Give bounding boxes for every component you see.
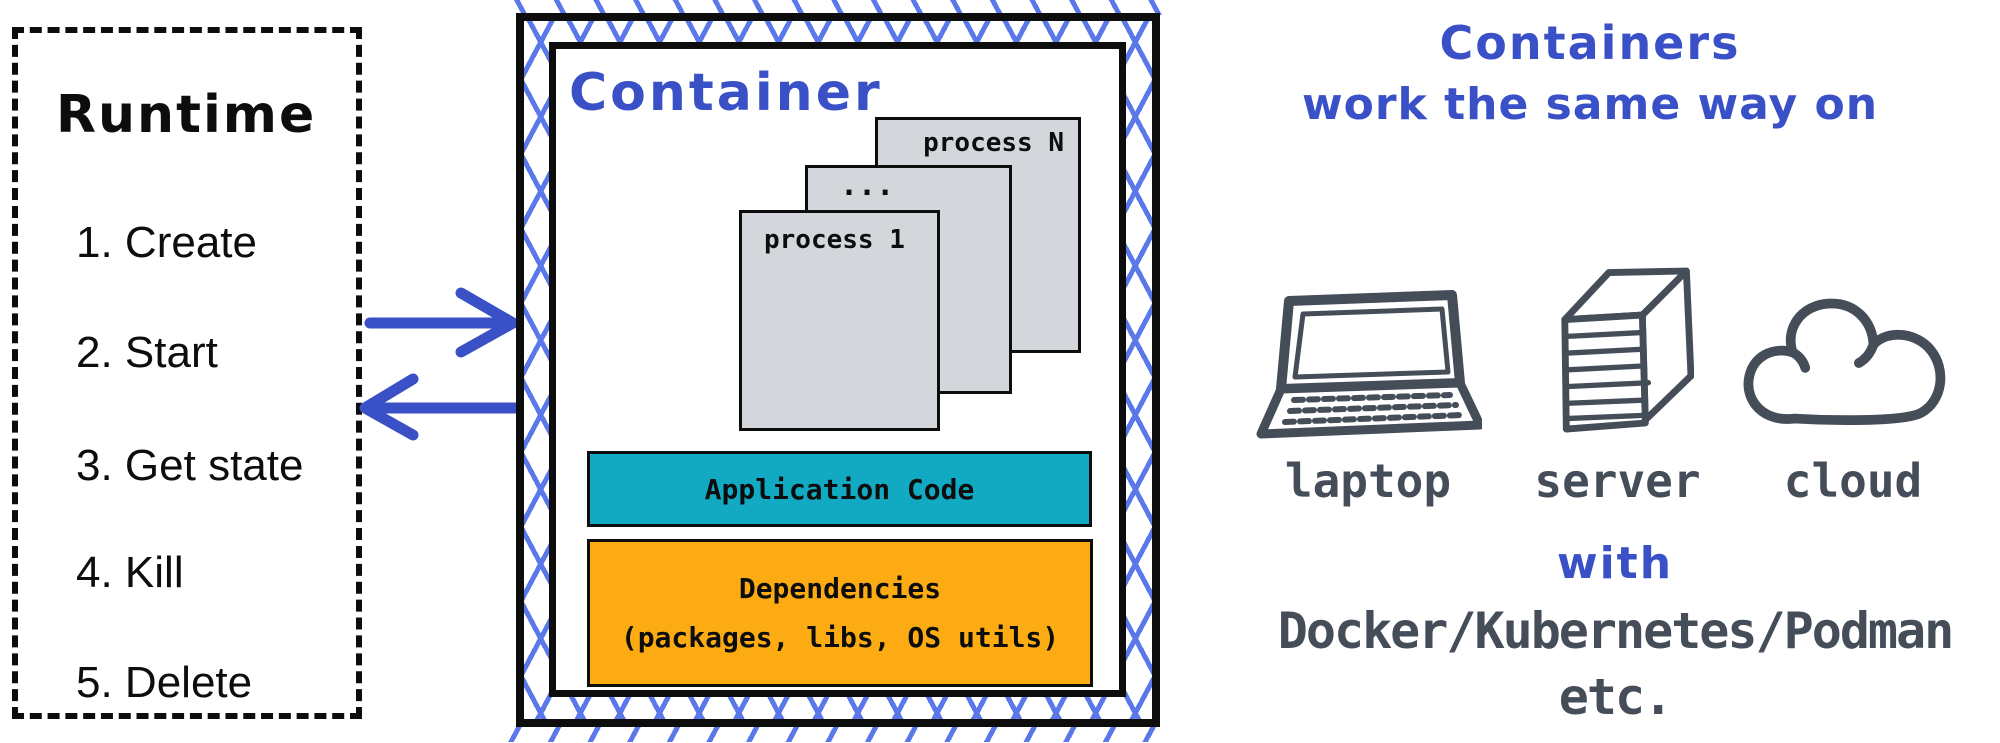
- tools-line1: Docker/Kubernetes/Podman: [1277, 602, 1954, 660]
- arrow-left-icon: [359, 373, 522, 441]
- platform-laptop: laptop: [1248, 250, 1488, 508]
- runtime-title: Runtime: [56, 85, 317, 145]
- hatch-spill-top: [505, 0, 1165, 15]
- platform-cloud: cloud: [1728, 250, 1978, 508]
- container-panel: Container process N ... process 1 Applic…: [549, 42, 1126, 697]
- laptop-label: laptop: [1284, 454, 1452, 508]
- tools-text: Docker/Kubernetes/Podman etc.: [1230, 598, 2000, 730]
- platform-server: server: [1515, 250, 1720, 508]
- runtime-step-kill: 4. Kill: [76, 548, 184, 597]
- runtime-step-delete: 5. Delete: [76, 658, 253, 707]
- cloud-label: cloud: [1783, 454, 1923, 508]
- runtime-step-get-state: 3. Get state: [76, 441, 304, 490]
- arrow-right-icon: [364, 287, 519, 358]
- runtime-container-arrows: [359, 287, 522, 441]
- application-code-layer: Application Code: [587, 451, 1092, 527]
- server-icon: [1560, 267, 1694, 433]
- dependencies-title: Dependencies: [738, 572, 942, 605]
- right-heading-line2: work the same way on: [1301, 79, 1879, 130]
- runtime-panel: Runtime 1. Create 2. Start 3. Get state …: [12, 27, 362, 719]
- right-heading-line1: Containers: [1439, 16, 1741, 70]
- runtime-step-start: 2. Start: [76, 328, 218, 377]
- laptop-icon: [1256, 290, 1482, 439]
- application-code-label: Application Code: [704, 472, 975, 506]
- dependencies-layer: Dependencies (packages, libs, OS utils): [587, 539, 1093, 687]
- right-heading: Containers work the same way on: [1230, 12, 1950, 136]
- server-label: server: [1534, 454, 1701, 508]
- cloud-icon: [1743, 298, 1946, 426]
- with-label: with: [1556, 538, 1674, 589]
- dependencies-detail: (packages, libs, OS utils): [620, 621, 1060, 654]
- runtime-step-create: 1. Create: [76, 218, 257, 267]
- container-title: Container: [569, 63, 883, 123]
- process-card-1: process 1: [739, 210, 940, 431]
- hatch-spill-bottom: [505, 727, 1165, 742]
- container-frame: Container process N ... process 1 Applic…: [516, 13, 1160, 727]
- tools-line2: etc.: [1558, 668, 1673, 726]
